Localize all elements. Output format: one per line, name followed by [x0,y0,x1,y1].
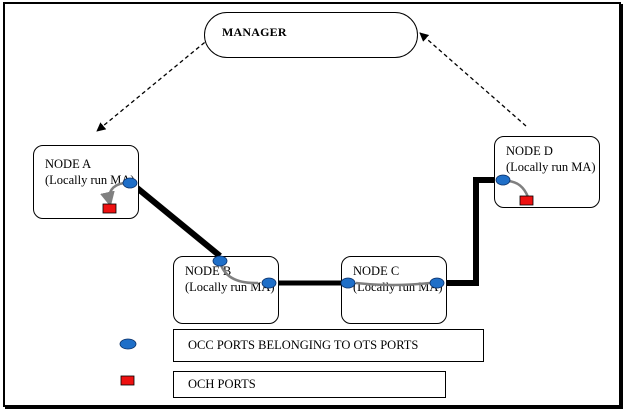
node-d-sublabel: (Locally run MA) [506,160,596,174]
legend-och-box: OCH PORTS [173,371,446,398]
manager-label: MANAGER [222,25,287,39]
diagram-frame [3,2,621,407]
node-a-box: NODE A (Locally run MA) [33,145,139,219]
occ-port-node-a [122,177,138,189]
legend-occ-symbol [119,338,137,350]
occ-port-node-c-right [429,277,445,289]
legend-och-label: OCH PORTS [188,377,256,391]
legend-occ-label: OCC PORTS BELONGING TO OTS PORTS [188,338,419,352]
manager-box: MANAGER [204,12,418,58]
node-d-box: NODE D (Locally run MA) [494,136,600,208]
node-d-internal-arrow [507,179,530,198]
node-c-internal-arrow [355,281,431,287]
link-a-b [129,180,222,259]
occ-port-node-c-left [340,277,356,289]
och-port-node-a [102,203,117,214]
legend-occ-box: OCC PORTS BELONGING TO OTS PORTS [173,329,484,362]
legend-och-symbol [120,375,135,386]
node-c-label: NODE C [353,264,400,278]
link-c-d [437,177,500,286]
node-a-label: NODE A [45,157,92,171]
occ-port-node-d [495,174,511,186]
node-d-to-manager-arrow [419,32,527,127]
node-c-box: NODE C (Locally run MA) [341,256,447,324]
occ-port-node-b-top [212,255,228,267]
node-a-sublabel: (Locally run MA) [45,173,135,187]
manager-to-node-a-arrow [96,37,211,132]
occ-port-node-b-right [261,277,277,289]
node-b-internal-arrow [218,261,259,285]
node-b-label: NODE B [185,264,232,278]
och-port-node-d [519,195,534,206]
node-d-label: NODE D [506,144,553,158]
node-a-internal-arrow [100,181,125,207]
